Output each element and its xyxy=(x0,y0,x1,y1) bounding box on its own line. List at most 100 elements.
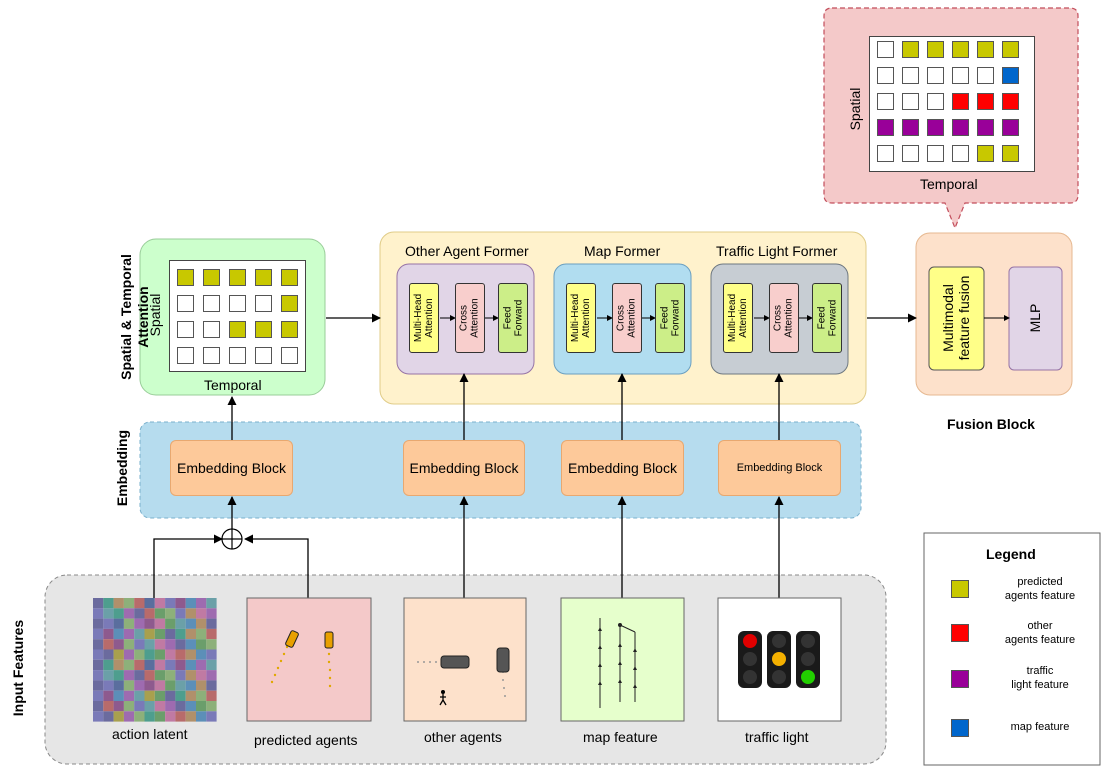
callout-temporal-label: Temporal xyxy=(920,176,978,192)
mosaic-tile xyxy=(196,608,207,619)
attention-grid-cell xyxy=(177,295,194,312)
mosaic-tile xyxy=(196,659,207,671)
mosaic-tile xyxy=(196,690,207,701)
attention-grid-cell xyxy=(203,269,220,286)
mosaic-tile xyxy=(144,608,155,619)
mosaic-tile xyxy=(134,618,145,629)
attention-grid-cell xyxy=(177,321,194,338)
mosaic-tile xyxy=(206,598,217,609)
mosaic-tile xyxy=(165,618,176,629)
mosaic-tile xyxy=(144,711,155,722)
predicted-agents-image xyxy=(246,597,372,722)
mosaic-tile xyxy=(123,670,135,681)
section-label-spatial-temporal: Spatial & Temporal Attention xyxy=(118,254,151,380)
callout-grid-cell xyxy=(902,93,919,110)
callout-grid-cell xyxy=(902,119,919,136)
attention-grid-cell xyxy=(255,295,272,312)
mosaic-tile xyxy=(103,690,114,701)
mosaic-tile xyxy=(206,670,217,681)
mosaic-tile xyxy=(154,618,166,629)
mosaic-tile xyxy=(123,628,135,640)
mosaic-tile xyxy=(113,649,124,660)
mosaic-tile xyxy=(165,690,176,701)
mosaic-tile xyxy=(93,618,104,629)
mosaic-tile xyxy=(134,639,145,650)
callout-grid-cell xyxy=(877,93,894,110)
attention-grid-cell xyxy=(255,347,272,364)
mosaic-tile xyxy=(175,598,186,609)
legend-item-map: map feature xyxy=(1010,721,1070,733)
mosaic-tile xyxy=(206,690,217,701)
action-latent-image xyxy=(93,598,217,722)
mosaic-tile xyxy=(154,639,166,650)
mosaic-tile xyxy=(113,598,124,609)
mosaic-tile xyxy=(185,701,196,712)
mosaic-tile xyxy=(206,618,217,629)
mosaic-tile xyxy=(113,618,124,629)
mosaic-tile xyxy=(113,659,124,671)
mosaic-tile xyxy=(144,690,155,701)
attention-grid-cell xyxy=(203,321,220,338)
attention-grid-cell xyxy=(177,347,194,364)
input-label-predicted-agents: predicted agents xyxy=(254,732,358,748)
mosaic-tile xyxy=(123,690,135,701)
mosaic-tile xyxy=(93,711,104,722)
legend-swatch-traffic xyxy=(951,670,969,688)
mosaic-tile xyxy=(93,628,104,640)
traffic-light-image xyxy=(717,597,842,722)
section-label-input-features: Input Features xyxy=(10,619,26,717)
mosaic-tile xyxy=(196,649,207,660)
mosaic-tile xyxy=(103,598,114,609)
mosaic-tile xyxy=(196,628,207,640)
attention-grid-cell xyxy=(229,295,246,312)
attention-grid-cell xyxy=(281,269,298,286)
mosaic-tile xyxy=(206,701,217,712)
mosaic-tile xyxy=(154,680,166,691)
mosaic-tile xyxy=(175,628,186,640)
mosaic-tile xyxy=(196,680,207,691)
former-title-traffic-light: Traffic Light Former xyxy=(716,243,838,259)
mosaic-tile xyxy=(93,659,104,671)
mosaic-tile xyxy=(175,670,186,681)
callout-spatial-label: Spatial xyxy=(847,87,863,131)
mosaic-tile xyxy=(185,670,196,681)
attention-grid-cell xyxy=(281,347,298,364)
callout-grid-cell xyxy=(927,145,944,162)
input-label-action-latent: action latent xyxy=(112,726,188,742)
mosaic-tile xyxy=(165,680,176,691)
mosaic-tile xyxy=(134,701,145,712)
mosaic-tile xyxy=(103,680,114,691)
mosaic-tile xyxy=(113,670,124,681)
callout-grid-cell xyxy=(952,145,969,162)
mosaic-tile xyxy=(103,618,114,629)
mosaic-tile xyxy=(144,701,155,712)
attention-grid-cell xyxy=(177,269,194,286)
attention-grid-cell xyxy=(229,321,246,338)
map-feature-image xyxy=(560,597,685,722)
mosaic-tile xyxy=(196,639,207,650)
mosaic-tile xyxy=(123,649,135,660)
mosaic-tile xyxy=(165,649,176,660)
mosaic-tile xyxy=(123,701,135,712)
attention-grid-cell xyxy=(255,321,272,338)
mosaic-tile xyxy=(165,701,176,712)
mosaic-tile xyxy=(113,628,124,640)
mosaic-tile xyxy=(154,598,166,609)
attention-grid-cell xyxy=(229,269,246,286)
mosaic-tile xyxy=(103,659,114,671)
traffic-light-1 xyxy=(738,631,762,688)
callout-grid-cell xyxy=(927,93,944,110)
mosaic-tile xyxy=(113,690,124,701)
mosaic-tile xyxy=(165,659,176,671)
mosaic-tile xyxy=(175,711,186,722)
mosaic-tile xyxy=(123,608,135,619)
legend-swatch-map xyxy=(951,719,969,737)
mosaic-tile xyxy=(123,711,135,722)
mosaic-tile xyxy=(175,690,186,701)
section-label-embedding: Embedding xyxy=(114,429,130,507)
